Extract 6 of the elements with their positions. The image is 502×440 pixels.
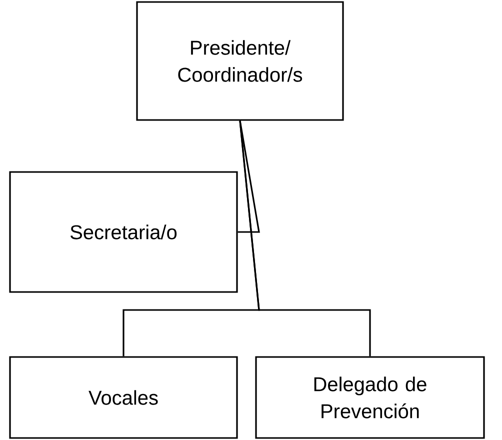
connector-line (239, 120, 371, 356)
org-box: Secretaria/o (9, 171, 238, 293)
org-box: Presidente/ Coordinador/s (136, 1, 344, 121)
connector-line (238, 120, 260, 233)
org-box: Delegado de Prevención (255, 356, 485, 439)
org-box: Vocales (9, 356, 238, 439)
